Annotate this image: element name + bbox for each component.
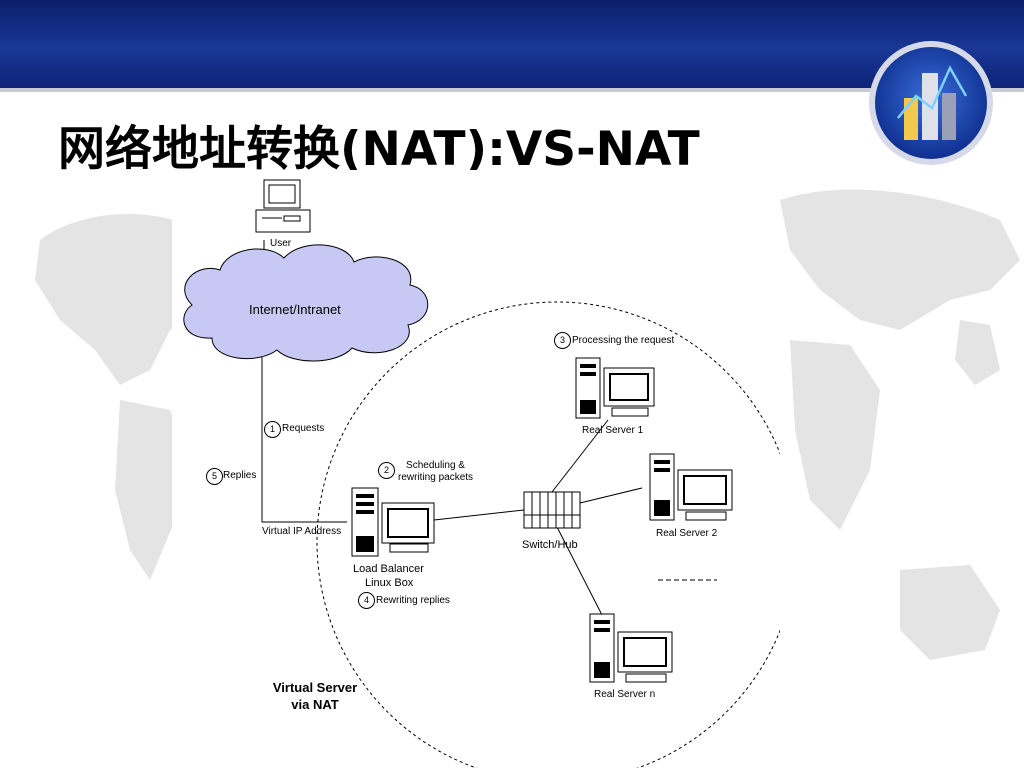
vs-nat-diagram: User Internet/Intranet 1 Requests 5 Repl… xyxy=(172,170,780,768)
step-3-badge: 3 xyxy=(554,332,571,349)
real-server-1-icon xyxy=(575,357,655,419)
switch-hub-label: Switch/Hub xyxy=(522,539,578,551)
step-4-badge: 4 xyxy=(358,592,375,609)
caption-line-1: Virtual Server xyxy=(272,680,358,695)
slide-title: 网络地址转换(NAT):VS-NAT xyxy=(58,122,700,177)
diagram-lines xyxy=(183,179,780,768)
user-pc-icon xyxy=(255,179,311,233)
step-2-label: Scheduling & rewriting packets xyxy=(398,460,474,483)
step-1-badge: 1 xyxy=(264,421,281,438)
real-server-1-label: Real Server 1 xyxy=(582,425,644,436)
internet-cloud-icon xyxy=(183,244,429,362)
chart-logo-icon xyxy=(869,41,993,165)
load-balancer-server-icon xyxy=(351,487,435,557)
step-3-label: Processing the request xyxy=(572,335,675,346)
linux-box-label: Linux Box xyxy=(365,577,414,589)
virtual-ip-label: Virtual IP Address xyxy=(262,526,342,537)
caption-line-2: via NAT xyxy=(291,697,339,712)
load-balancer-label: Load Balancer xyxy=(353,563,424,575)
step-1-label: Requests xyxy=(282,423,325,434)
user-label: User xyxy=(270,238,292,249)
header-band xyxy=(0,0,1024,92)
switch-hub-icon xyxy=(523,491,581,529)
cloud-label: Internet/Intranet xyxy=(249,302,341,317)
step-5-label: Replies xyxy=(223,470,257,481)
step-2-badge: 2 xyxy=(378,462,395,479)
real-server-n-label: Real Server n xyxy=(594,689,656,700)
real-server-n-icon xyxy=(589,613,673,683)
real-server-2-label: Real Server 2 xyxy=(656,528,718,539)
real-server-2-icon xyxy=(649,453,733,521)
step-4-label: Rewriting replies xyxy=(376,595,450,606)
step-5-badge: 5 xyxy=(206,468,223,485)
